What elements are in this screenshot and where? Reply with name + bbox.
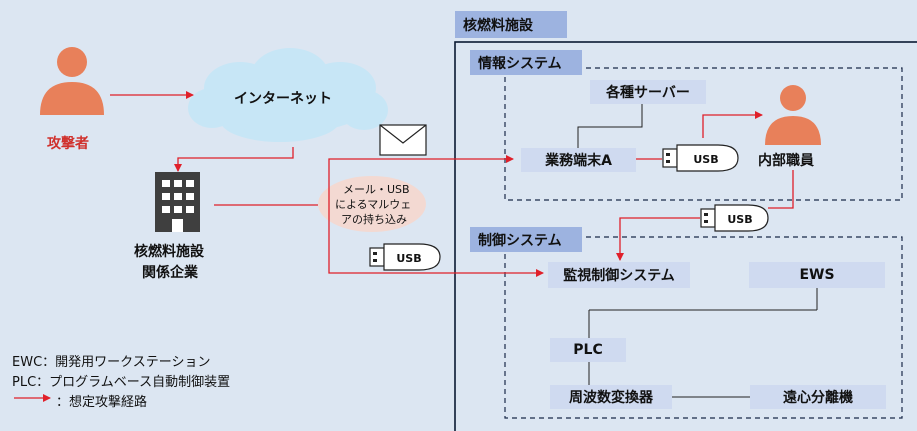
malware-note-line1: メール・USB <box>343 183 410 196</box>
company-label-line1: 核燃料施設 <box>134 244 204 260</box>
cloud-icon <box>188 48 388 142</box>
info-system-frame <box>504 67 903 201</box>
centrifuge-node: 遠心分離機 <box>750 385 886 409</box>
control-system-frame <box>504 236 903 419</box>
svg-text:USB: USB <box>727 213 752 226</box>
attack-routes <box>14 91 794 402</box>
staff-label: 内部職員 <box>758 153 814 169</box>
usb-icon-terminal: USB <box>662 144 739 172</box>
svg-text:USB: USB <box>396 252 421 265</box>
attacker-label: 攻撃者 <box>47 136 89 152</box>
legend-ewc: EWC：開発用ワークステーション <box>12 355 211 370</box>
malware-note-line2: によるマルウェ <box>335 198 412 211</box>
legend-plc: PLC：プログラムベース自動制御装置 <box>12 375 231 390</box>
internet-label: インターネット <box>234 91 332 107</box>
attacker-person-icon <box>40 47 104 115</box>
staff-person-icon <box>765 85 821 145</box>
legend-route: ：想定攻撃経路 <box>56 395 148 410</box>
converter-node: 周波数変換器 <box>550 385 672 409</box>
building-icon <box>155 172 200 232</box>
plc-node: PLC <box>550 338 626 362</box>
terminal-a-node: 業務端末A <box>521 148 636 172</box>
malware-note-line3: アの持ち込み <box>341 213 407 226</box>
envelope-icon <box>379 124 427 156</box>
facility-title: 核燃料施設 <box>455 11 567 38</box>
monitor-control-node: 監視制御システム <box>548 262 690 288</box>
control-system-title: 制御システム <box>470 227 582 252</box>
servers-node: 各種サーバー <box>590 80 706 104</box>
malware-bubble <box>318 176 426 232</box>
usb-icon-staff: USB <box>700 204 769 232</box>
company-label-line2: 関係企業 <box>142 265 198 281</box>
ews-node: EWS <box>749 262 885 288</box>
svg-text:USB: USB <box>693 153 718 166</box>
usb-icon-malware: USB <box>369 243 441 271</box>
info-system-title: 情報システム <box>470 50 582 75</box>
facility-frame <box>454 41 917 431</box>
